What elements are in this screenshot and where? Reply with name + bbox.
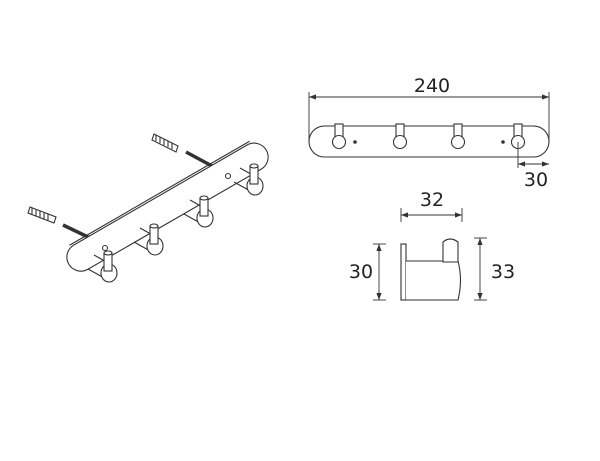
screw-hole — [353, 140, 357, 144]
screw-hole — [224, 172, 232, 180]
screw-hole — [101, 244, 109, 252]
front-plate — [308, 125, 550, 158]
front-view: 240 30 — [308, 75, 550, 191]
side-knob — [442, 238, 459, 263]
front-hooks — [331, 123, 526, 150]
plate-height-label: 30 — [349, 261, 373, 283]
hook — [183, 195, 214, 228]
offset-label: 30 — [524, 169, 548, 191]
side-plate — [400, 243, 407, 301]
backplate — [66, 140, 269, 272]
iso-hooks — [87, 163, 264, 283]
screw-anchor-bottom — [27, 206, 89, 239]
side-arm — [406, 260, 462, 301]
screw-hole — [501, 140, 505, 144]
isometric-view — [27, 133, 269, 283]
length-label: 240 — [414, 75, 450, 97]
hook — [133, 223, 164, 256]
screw-anchor-top — [151, 133, 213, 168]
hook — [233, 163, 264, 196]
total-height-label: 33 — [491, 261, 515, 283]
side-view: 32 30 33 — [349, 189, 515, 301]
hook — [87, 250, 118, 283]
projection-label: 32 — [420, 189, 444, 211]
